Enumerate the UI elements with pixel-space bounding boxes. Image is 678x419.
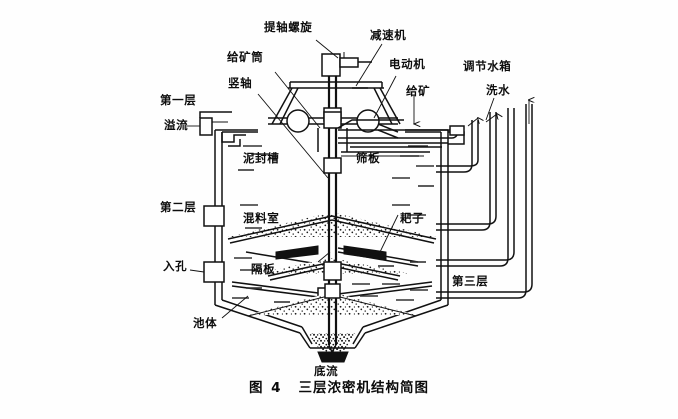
drive-head-assembly	[268, 52, 401, 139]
label-mud-seal-tank: 泥封槽	[243, 151, 280, 165]
label-overflow: 溢流	[164, 118, 189, 132]
label-rake: 耙子	[400, 211, 425, 225]
label-reducer: 减速机	[370, 28, 407, 42]
label-manhole: 入孔	[163, 259, 188, 273]
figure-caption: 图 4 三层浓密机结构简图	[0, 376, 678, 396]
label-layer-first: 第一层	[160, 93, 197, 107]
underflow-discharge	[310, 347, 355, 363]
label-lift-screw: 提轴螺旋	[264, 20, 313, 34]
label-regulating-water-tank: 调节水箱	[463, 59, 512, 73]
overflow-launder	[199, 111, 246, 147]
label-partition-plate: 隔板	[251, 262, 276, 276]
label-feed-cylinder: 给矿筒	[227, 50, 264, 64]
label-motor: 电动机	[389, 57, 426, 71]
label-leader-lines	[186, 39, 495, 319]
feed-launder	[317, 119, 458, 157]
layer-three-chamber	[232, 257, 428, 356]
manhole-upper	[203, 205, 225, 227]
label-wash-water: 洗水	[486, 83, 511, 97]
layer-one-chamber	[227, 145, 437, 267]
label-sieve-plate: 筛板	[356, 151, 381, 165]
label-ore-feed: 给矿	[406, 84, 431, 98]
label-underflow: 底流	[314, 364, 339, 378]
label-mixing-chamber: 混料室	[243, 211, 280, 225]
manhole-lower	[203, 261, 225, 283]
label-tank-body: 池体	[193, 316, 218, 330]
label-layer-third: 第三层	[452, 274, 489, 288]
wash-water-piping	[436, 100, 532, 299]
figure-caption-number: 图 4	[248, 380, 283, 396]
label-layer-second: 第二层	[160, 200, 197, 214]
figure-caption-title: 三层浓密机结构简图	[298, 380, 430, 396]
tank-body-shell	[214, 129, 449, 349]
label-vertical-shaft: 竖轴	[228, 76, 253, 90]
